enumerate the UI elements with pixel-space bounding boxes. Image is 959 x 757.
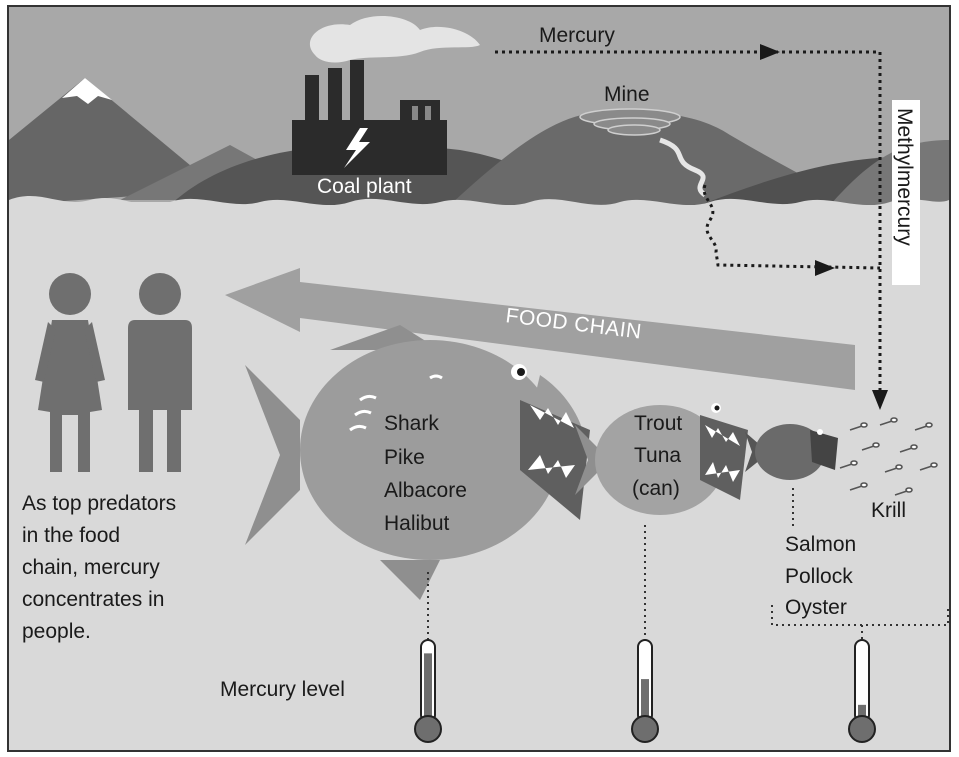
small-fish-label-0: Salmon — [785, 533, 856, 556]
mid-fish-label-2: (can) — [632, 477, 680, 500]
krill-label: Krill — [871, 499, 906, 522]
lightning-icon — [344, 128, 370, 168]
water-surface — [9, 196, 949, 230]
thermometer-bulb — [848, 715, 876, 743]
thermometer-small-fish — [848, 639, 876, 743]
big-fish-mouth — [520, 400, 590, 520]
mid-fish — [575, 403, 748, 515]
man-icon — [128, 273, 192, 472]
mercury-flow-path — [495, 50, 882, 395]
coal-plant-label: Coal plant — [317, 175, 412, 198]
coal-plant — [292, 15, 480, 175]
people-text-1: in the food — [22, 524, 120, 547]
mid-fish-label-1: Tuna — [634, 444, 681, 467]
people-text-3: concentrates in — [22, 588, 164, 611]
methylmercury-label-bg — [892, 100, 920, 285]
small-fish-label-2: Oyster — [785, 596, 847, 619]
thermometer-mid-fish — [631, 639, 659, 743]
big-fish-label-3: Halibut — [384, 512, 450, 535]
mid-fish-label-0: Trout — [634, 412, 682, 435]
mine-label: Mine — [604, 83, 650, 106]
down-arrow-icon — [872, 390, 888, 410]
woman-icon — [35, 273, 105, 472]
small-fish — [745, 424, 838, 480]
people-text-4: people. — [22, 620, 91, 643]
mine-mountain — [450, 111, 860, 205]
snow-cap — [62, 78, 112, 104]
people-text-0: As top predators — [22, 492, 176, 515]
thermometers — [414, 639, 876, 743]
mercury-level-label: Mercury level — [220, 678, 345, 701]
mercury-arrow-icon — [760, 44, 780, 60]
mine-terraces — [579, 108, 681, 136]
thermometer-fill — [858, 704, 866, 722]
krill-group — [839, 417, 938, 496]
methylmercury-label: Methylmercury — [893, 108, 916, 246]
mine-arrow-icon — [815, 260, 835, 276]
food-chain-arrow — [225, 268, 855, 390]
mine-runoff-stream — [659, 137, 707, 198]
thermometer-fill — [424, 653, 432, 722]
smoke-icon — [309, 15, 480, 63]
thermometer-fill — [641, 679, 649, 722]
snow-mountain — [9, 78, 220, 205]
thermometer-top-predators — [414, 639, 442, 743]
people-text-2: chain, mercury — [22, 556, 160, 579]
thermometer-bulb — [414, 715, 442, 743]
mercury-label: Mercury — [539, 24, 615, 47]
big-fish-label-0: Shark — [384, 412, 439, 435]
mine-flow-path — [702, 184, 881, 270]
big-fish-label-1: Pike — [384, 446, 425, 469]
big-fish-label-2: Albacore — [384, 479, 467, 502]
small-fish-label-1: Pollock — [785, 565, 853, 588]
leader-lines — [427, 488, 949, 640]
people — [35, 273, 192, 472]
thermometer-bulb — [631, 715, 659, 743]
big-fish — [245, 325, 590, 600]
